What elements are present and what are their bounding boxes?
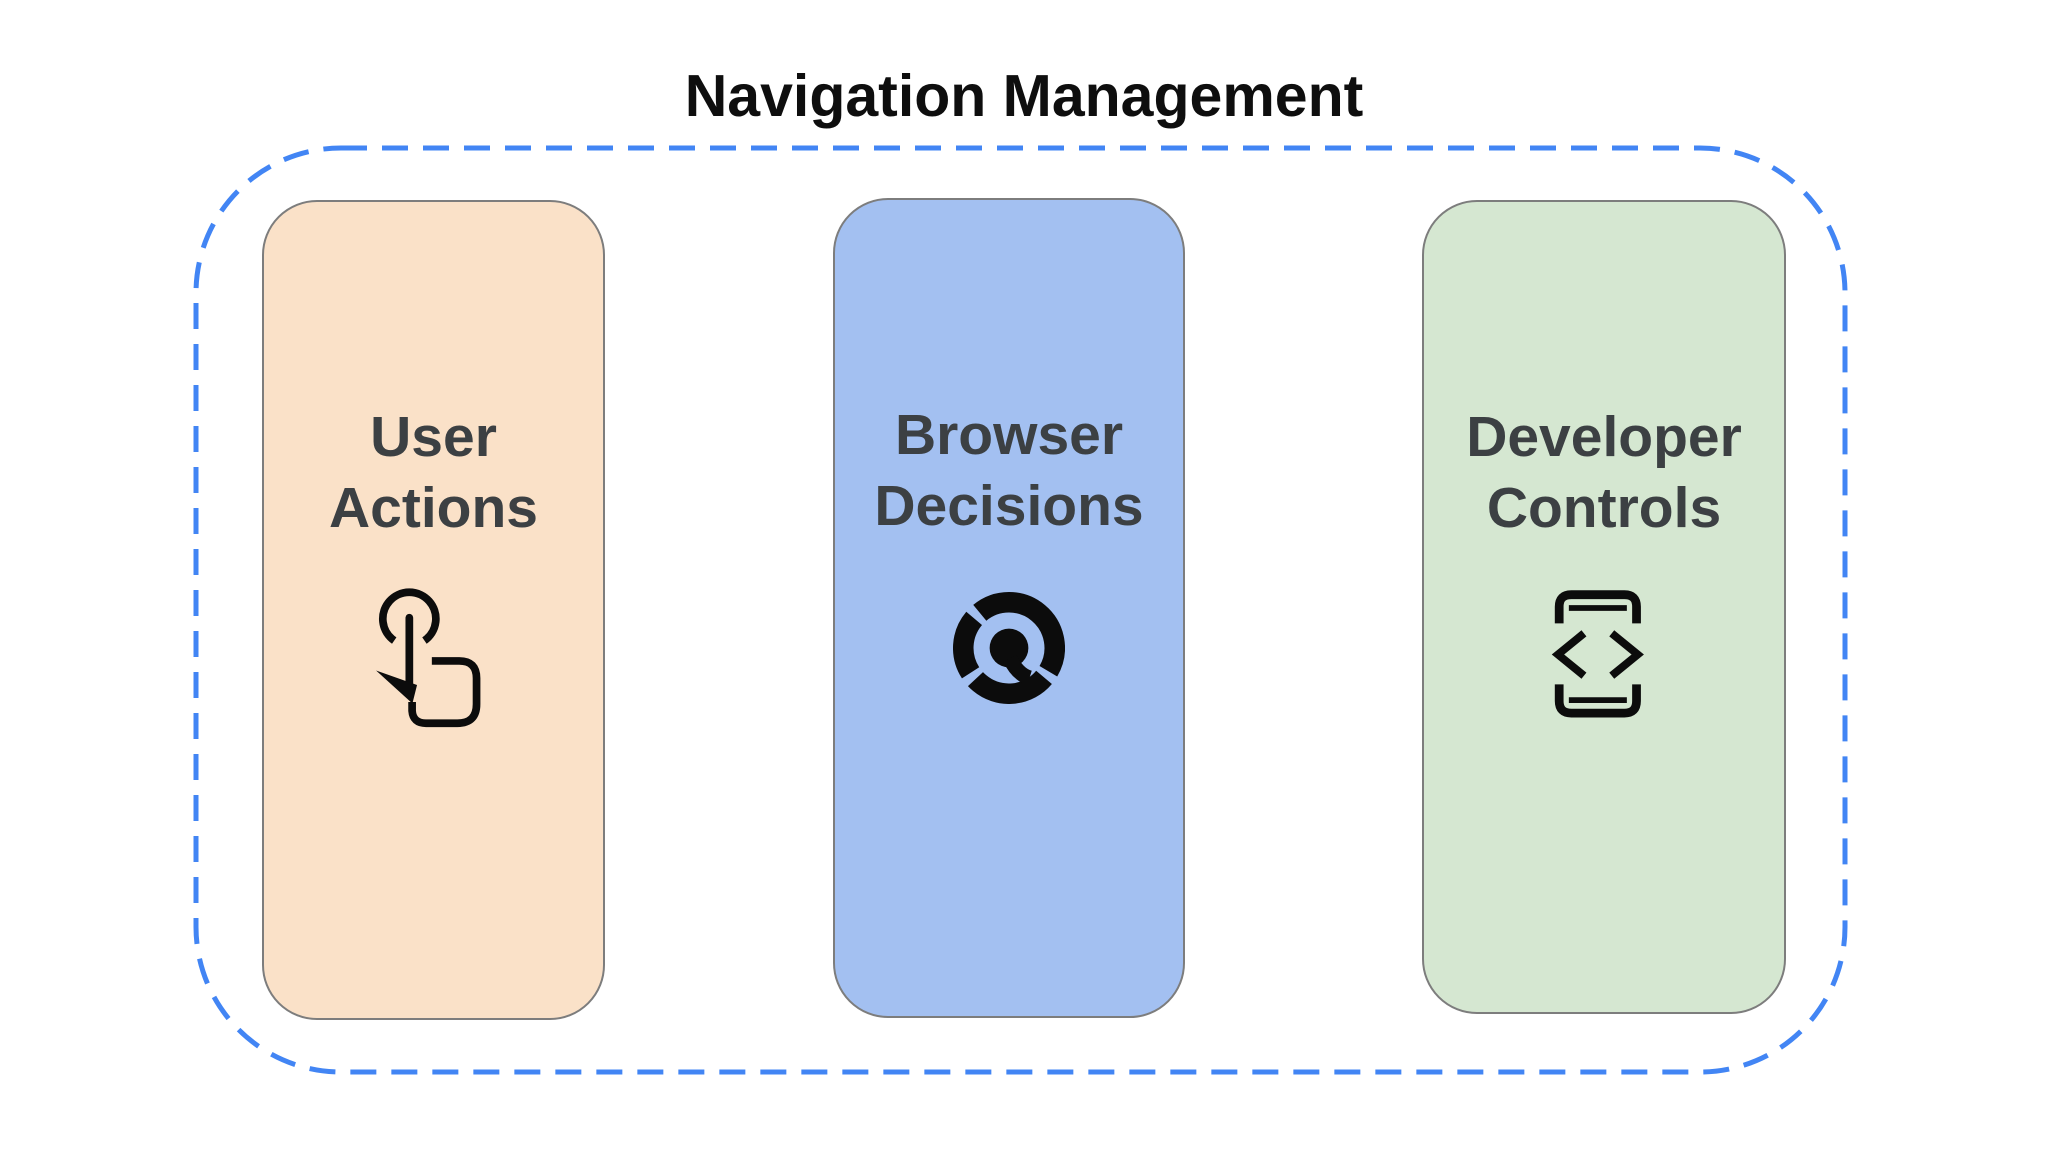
- card-user-actions: User Actions: [262, 200, 605, 1020]
- card-label: User Actions: [328, 405, 539, 540]
- developer-mode-icon: [1424, 582, 1784, 734]
- dashed-border-rect: [193, 145, 1848, 1075]
- chrome-browser-icon: [835, 580, 1183, 744]
- dashed-border: [193, 145, 1848, 1075]
- touch-gesture-icon: [264, 582, 603, 734]
- card-developer-controls: Developer Controls: [1422, 200, 1786, 1014]
- card-label: Browser Decisions: [874, 403, 1144, 538]
- card-label: Developer Controls: [1466, 405, 1742, 540]
- card-browser-decisions: Browser Decisions: [833, 198, 1185, 1018]
- navigation-management-group: User Actions Browser Decisions Develo: [193, 145, 1848, 1075]
- page-title: Navigation Management: [684, 62, 1364, 129]
